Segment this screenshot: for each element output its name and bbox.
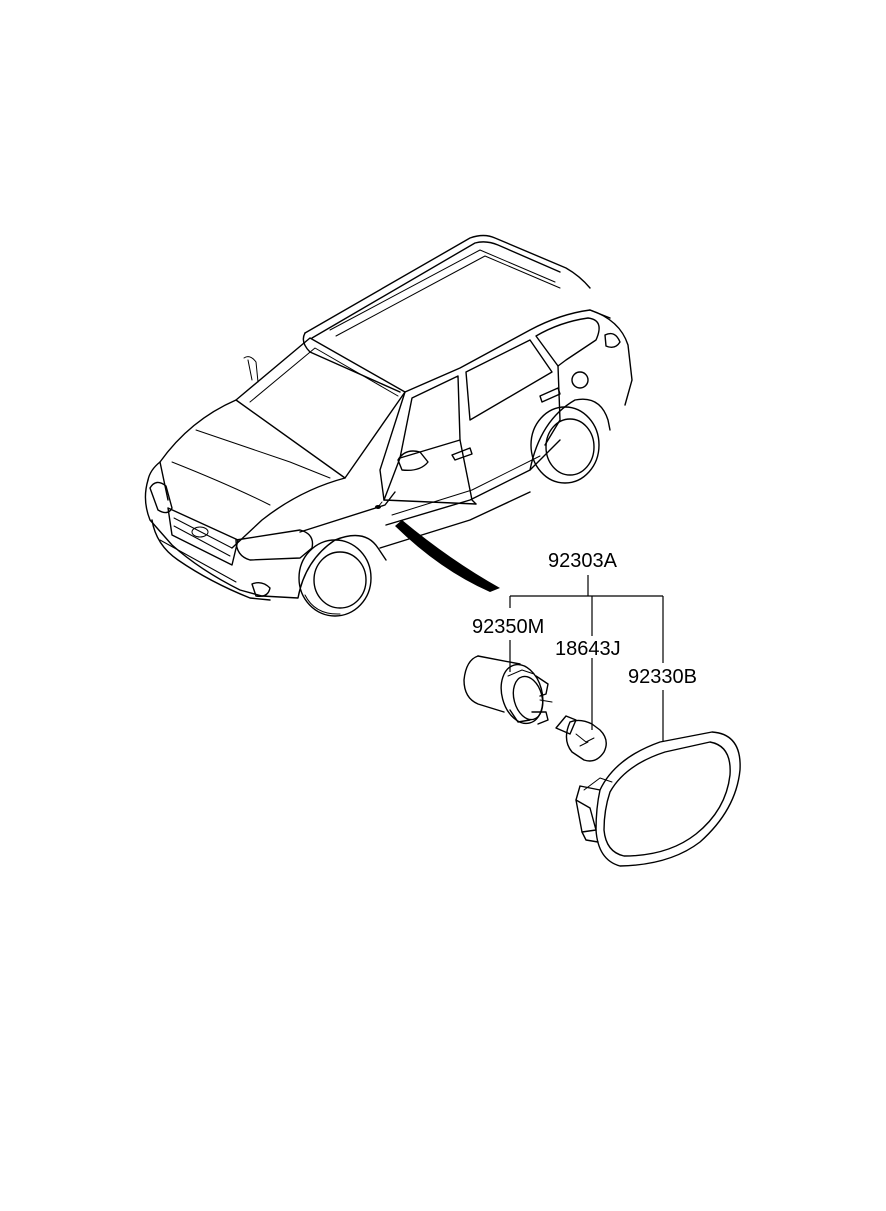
bulb-part-number: 18643J — [555, 638, 621, 660]
socket-part-number: 92350M — [472, 616, 544, 638]
callout-pointer — [377, 501, 500, 592]
bulb-part — [555, 715, 607, 762]
leader-lines — [509, 575, 664, 742]
vehicle-illustration — [144, 234, 633, 617]
socket-part — [463, 655, 553, 725]
lens-part-number: 92330B — [628, 666, 697, 688]
assembly-part-number: 92303A — [548, 550, 618, 572]
lens-part — [575, 731, 741, 867]
